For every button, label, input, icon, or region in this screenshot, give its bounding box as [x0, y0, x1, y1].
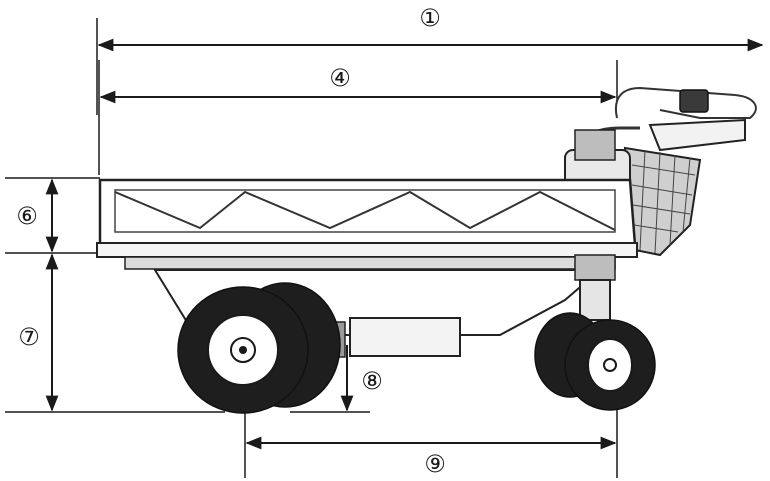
rear-caster-hub: [603, 358, 617, 372]
bed-base: [96, 242, 638, 258]
caster-mount: [574, 254, 616, 281]
control-box: [574, 129, 616, 161]
label-bed-height: ⑥: [16, 202, 38, 230]
bed-rail-inner: [114, 189, 616, 233]
label-deck-height: ⑦: [18, 323, 40, 351]
label-ground-clearance: ⑧: [361, 367, 383, 395]
caster-fork: [579, 279, 611, 321]
label-wheelbase: ⑨: [424, 450, 446, 478]
chassis-rail: [124, 256, 616, 270]
handle-tray: [648, 118, 746, 152]
handle-grip: [679, 89, 709, 113]
label-bed-length: ④: [329, 64, 351, 92]
cart-illustration: [96, 86, 757, 414]
front-wheel-axle: [239, 346, 247, 354]
battery-box: [349, 317, 461, 357]
bed-cross-brace: [114, 190, 616, 231]
basket-mesh: [631, 149, 696, 254]
basket: [623, 146, 702, 257]
label-bed-height-bg: [10, 200, 44, 232]
label-overall-length: ①: [419, 4, 441, 32]
